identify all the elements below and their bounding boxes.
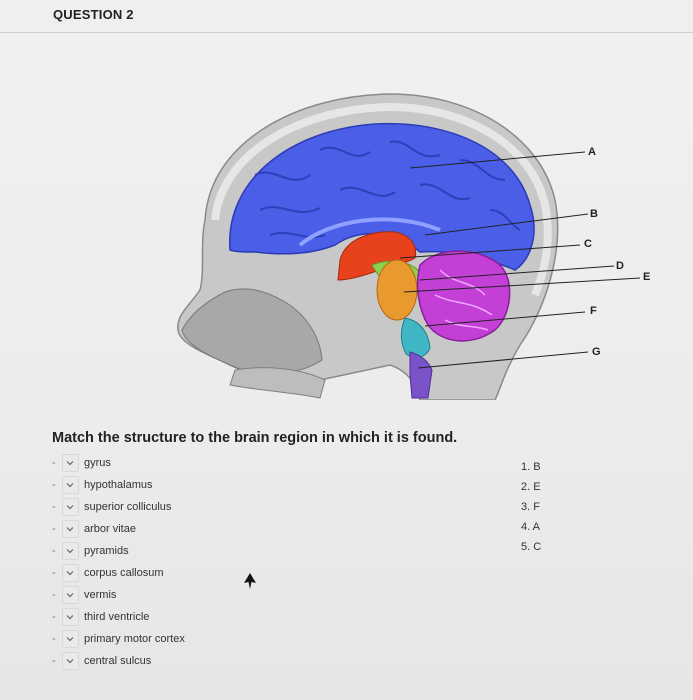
chevron-down-icon — [66, 593, 74, 598]
match-row-third-ventricle: - third ventricle — [52, 606, 352, 628]
match-row-pyramids: - pyramids — [52, 540, 352, 562]
figure-label-g: G — [592, 346, 601, 358]
item-label: superior colliculus — [84, 501, 172, 513]
row-dash: - — [52, 589, 56, 601]
chevron-down-icon — [66, 505, 74, 510]
chevron-down-icon — [66, 615, 74, 620]
match-row-gyrus: - gyrus — [52, 452, 352, 474]
figure-label-d: D — [616, 260, 624, 272]
answer-key-3: 3. F — [521, 501, 540, 513]
item-label: corpus callosum — [84, 567, 164, 579]
chevron-down-icon — [66, 549, 74, 554]
question-header: QUESTION 2 — [0, 0, 693, 33]
figure-label-e: E — [643, 271, 651, 283]
match-row-superior-colliculus: - superior colliculus — [52, 496, 352, 518]
answer-select-superior-colliculus[interactable] — [62, 498, 79, 516]
item-label: central sulcus — [84, 655, 152, 667]
chevron-down-icon — [66, 483, 74, 488]
match-row-corpus-callosum: - corpus callosum — [52, 562, 352, 584]
answer-select-pyramids[interactable] — [62, 542, 79, 560]
pons-region — [376, 259, 418, 321]
figure-label-f: F — [590, 305, 597, 317]
chevron-down-icon — [66, 571, 74, 576]
row-dash: - — [52, 457, 56, 469]
row-dash: - — [52, 611, 56, 623]
answer-select-primary-motor-cortex[interactable] — [62, 630, 79, 648]
answer-select-gyrus[interactable] — [62, 454, 79, 472]
answer-key-5: 5. C — [521, 541, 542, 553]
answer-select-arbor-vitae[interactable] — [62, 520, 79, 538]
answer-key-1: 1. B — [521, 461, 541, 473]
answer-key-2: 2. E — [521, 481, 541, 493]
match-row-vermis: - vermis — [52, 584, 352, 606]
item-label: arbor vitae — [84, 523, 136, 535]
row-dash: - — [52, 567, 56, 579]
item-label: vermis — [84, 589, 117, 601]
figure-label-c: C — [584, 238, 592, 250]
row-dash: - — [52, 655, 56, 667]
mouse-cursor-icon — [244, 573, 256, 589]
answer-key-list: 1. B 2. E 3. F 4. A 5. C — [521, 457, 541, 557]
item-label: pyramids — [84, 545, 129, 557]
spinal-cord-region — [409, 351, 433, 399]
row-dash: - — [52, 523, 56, 535]
brain-diagram-image — [177, 93, 641, 401]
chevron-down-icon — [66, 527, 74, 532]
answer-select-hypothalamus[interactable] — [62, 476, 79, 494]
match-row-primary-motor-cortex: - primary motor cortex — [52, 628, 352, 650]
answer-select-corpus-callosum[interactable] — [62, 564, 79, 582]
diencephalon-region — [337, 231, 417, 281]
cerebellum-region — [416, 250, 511, 342]
item-label: primary motor cortex — [84, 633, 185, 645]
item-label: hypothalamus — [84, 479, 153, 491]
chevron-down-icon — [66, 637, 74, 642]
row-dash: - — [52, 633, 56, 645]
question-title: QUESTION 2 — [53, 7, 134, 22]
row-dash: - — [52, 545, 56, 557]
item-label: third ventricle — [84, 611, 150, 623]
match-row-hypothalamus: - hypothalamus — [52, 474, 352, 496]
question-prompt: Match the structure to the brain region … — [52, 430, 458, 446]
figure-label-a: A — [588, 146, 596, 158]
answer-key-4: 4. A — [521, 521, 540, 533]
matching-list: - gyrus - hypothalamus - superior collic… — [52, 452, 352, 672]
item-label: gyrus — [84, 457, 111, 469]
chevron-down-icon — [66, 461, 74, 466]
answer-select-third-ventricle[interactable] — [62, 608, 79, 626]
answer-select-vermis[interactable] — [62, 586, 79, 604]
figure-label-b: B — [590, 208, 598, 220]
match-row-arbor-vitae: - arbor vitae — [52, 518, 352, 540]
match-row-central-sulcus: - central sulcus — [52, 650, 352, 672]
answer-select-central-sulcus[interactable] — [62, 652, 79, 670]
row-dash: - — [52, 479, 56, 491]
brain-figure: A B C D E F G — [0, 80, 693, 401]
cerebrum-region — [229, 122, 535, 271]
row-dash: - — [52, 501, 56, 513]
chevron-down-icon — [66, 659, 74, 664]
